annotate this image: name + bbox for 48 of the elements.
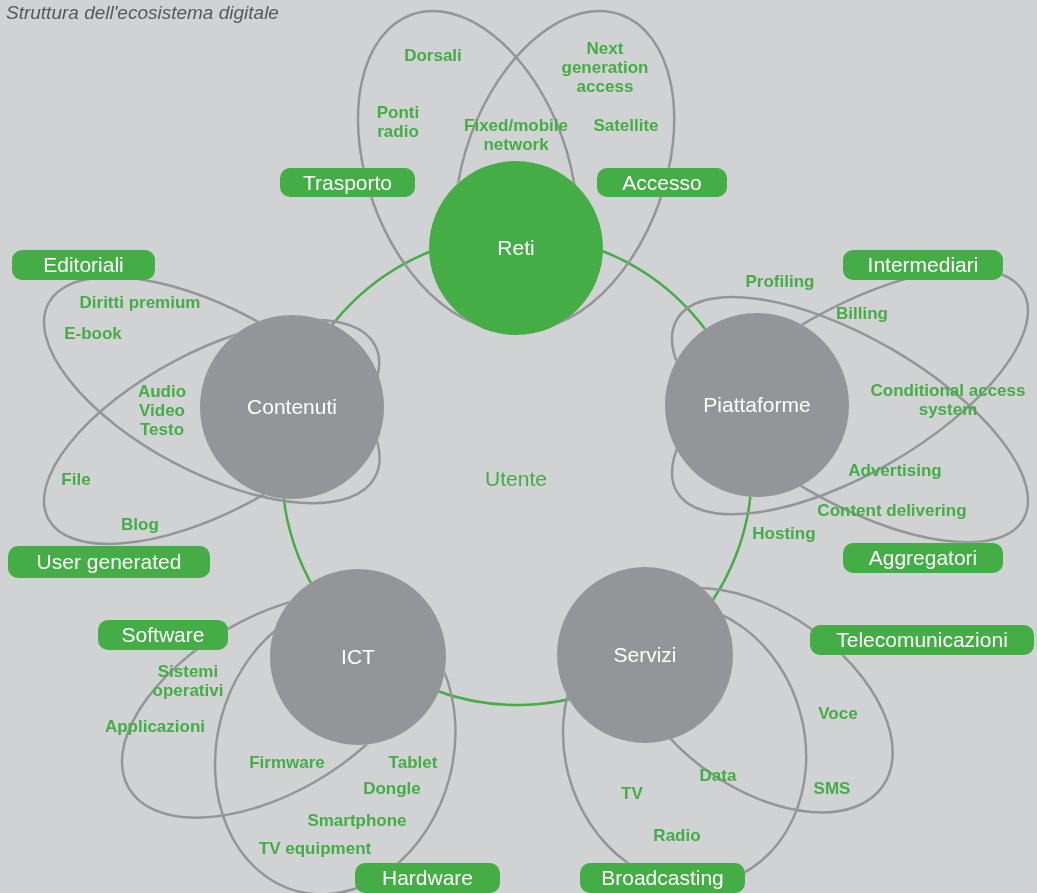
item-label: E-book	[64, 323, 122, 343]
item-label: Hosting	[752, 523, 816, 543]
circle-label: Reti	[497, 236, 535, 260]
item-label: Sistemi operativi	[151, 662, 225, 700]
category-ellipse	[672, 297, 1028, 543]
item-label: Billing	[836, 303, 888, 323]
circle-label: Piattaforme	[703, 393, 811, 417]
category-tag: Editoriali	[12, 250, 155, 280]
item-label: Blog	[121, 514, 159, 534]
center-label: Utente	[485, 468, 547, 488]
circle-label: Contenuti	[247, 395, 337, 419]
category-ellipse	[44, 276, 380, 504]
category-tag: Telecomunicazioni	[810, 625, 1034, 655]
category-tag: Trasporto	[280, 168, 415, 197]
item-label: Conditional access system	[869, 381, 1027, 419]
item-label: Next generation access	[560, 38, 650, 96]
item-label: Audio Video Testo	[136, 381, 188, 439]
item-label: File	[61, 469, 91, 489]
item-label: Ponti radio	[375, 103, 421, 141]
item-label: Data	[699, 765, 737, 785]
category-ellipse	[44, 320, 380, 544]
item-label: Radio	[653, 825, 701, 845]
item-label: TV equipment	[258, 838, 372, 858]
item-label: Dorsali	[404, 45, 462, 65]
circle-label: ICT	[341, 645, 375, 669]
item-label: Applicazioni	[104, 716, 206, 736]
item-label: Satellite	[593, 115, 659, 135]
category-tag: Accesso	[597, 168, 727, 197]
item-label: Content delivering	[817, 500, 967, 520]
category-tag: Aggregatori	[843, 543, 1003, 573]
category-tag: Broadcasting	[580, 863, 745, 893]
item-label: Voce	[818, 703, 858, 723]
item-label: Firmware	[249, 752, 325, 772]
item-label: SMS	[813, 778, 851, 798]
item-label: Dongle	[363, 778, 421, 798]
category-tag: Intermediari	[843, 250, 1003, 280]
circle-label: Servizi	[613, 643, 677, 667]
item-label: Profiling	[745, 271, 815, 291]
item-label: Fixed/mobile network	[463, 116, 569, 154]
item-label: Advertising	[848, 460, 942, 480]
item-label: Tablet	[388, 752, 438, 772]
item-label: TV	[621, 783, 643, 803]
item-label: Diritti premium	[79, 292, 201, 312]
category-tag: Hardware	[355, 863, 500, 893]
category-tag: User generated	[8, 546, 210, 578]
category-tag: Software	[98, 620, 228, 650]
diagram-title: Struttura dell'ecosistema digitale	[6, 2, 279, 24]
item-label: Smartphone	[307, 810, 407, 830]
